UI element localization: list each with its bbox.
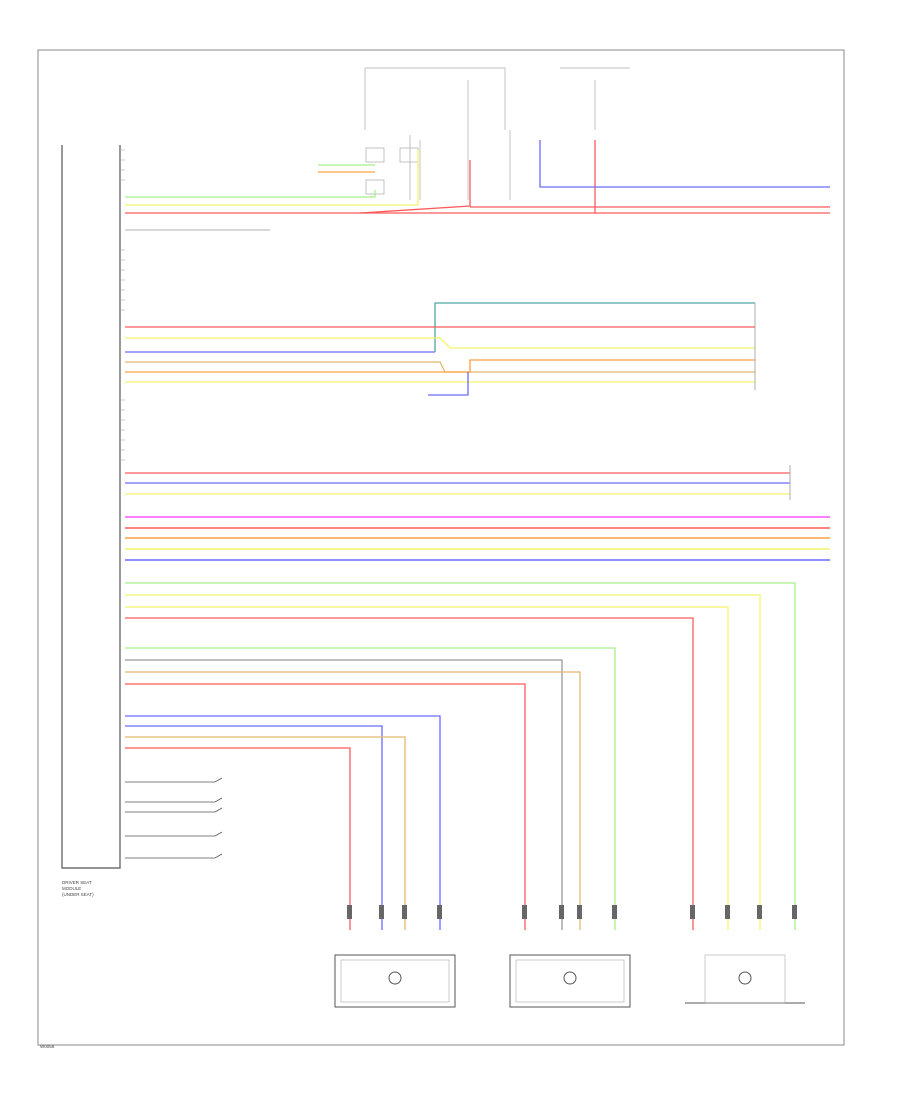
motor-right-wires	[125, 582, 796, 930]
svg-text:MODULE: MODULE	[62, 886, 81, 891]
top-fuse-area	[364, 67, 630, 200]
motor-plugs	[347, 905, 797, 919]
wire-green-top	[125, 190, 376, 198]
ground-connectors	[125, 777, 223, 859]
mid-wires-1	[125, 302, 756, 396]
wire-blue-top	[539, 140, 830, 188]
wire-red-top-a	[125, 160, 471, 214]
wire-yellow-top	[125, 150, 419, 206]
svg-text:(UNDER SEAT): (UNDER SEAT)	[62, 892, 94, 897]
wire-red-top-c	[360, 140, 596, 214]
frame-label: W0058	[40, 1044, 55, 1049]
diagram-frame	[37, 49, 845, 1046]
motor-right	[685, 954, 805, 1004]
mid-wires-2	[125, 465, 791, 500]
control-module: DRIVER SEAT MODULE (UNDER SEAT)	[61, 145, 125, 897]
motor-left-wires	[125, 715, 441, 930]
motor-middle-wires	[125, 647, 616, 930]
top-wires	[125, 140, 830, 231]
motor-middle	[509, 954, 631, 1008]
motor-left	[334, 954, 456, 1008]
module-pin-ticks	[120, 149, 125, 461]
bus-wires	[125, 516, 830, 561]
svg-text:DRIVER SEAT: DRIVER SEAT	[62, 880, 92, 885]
